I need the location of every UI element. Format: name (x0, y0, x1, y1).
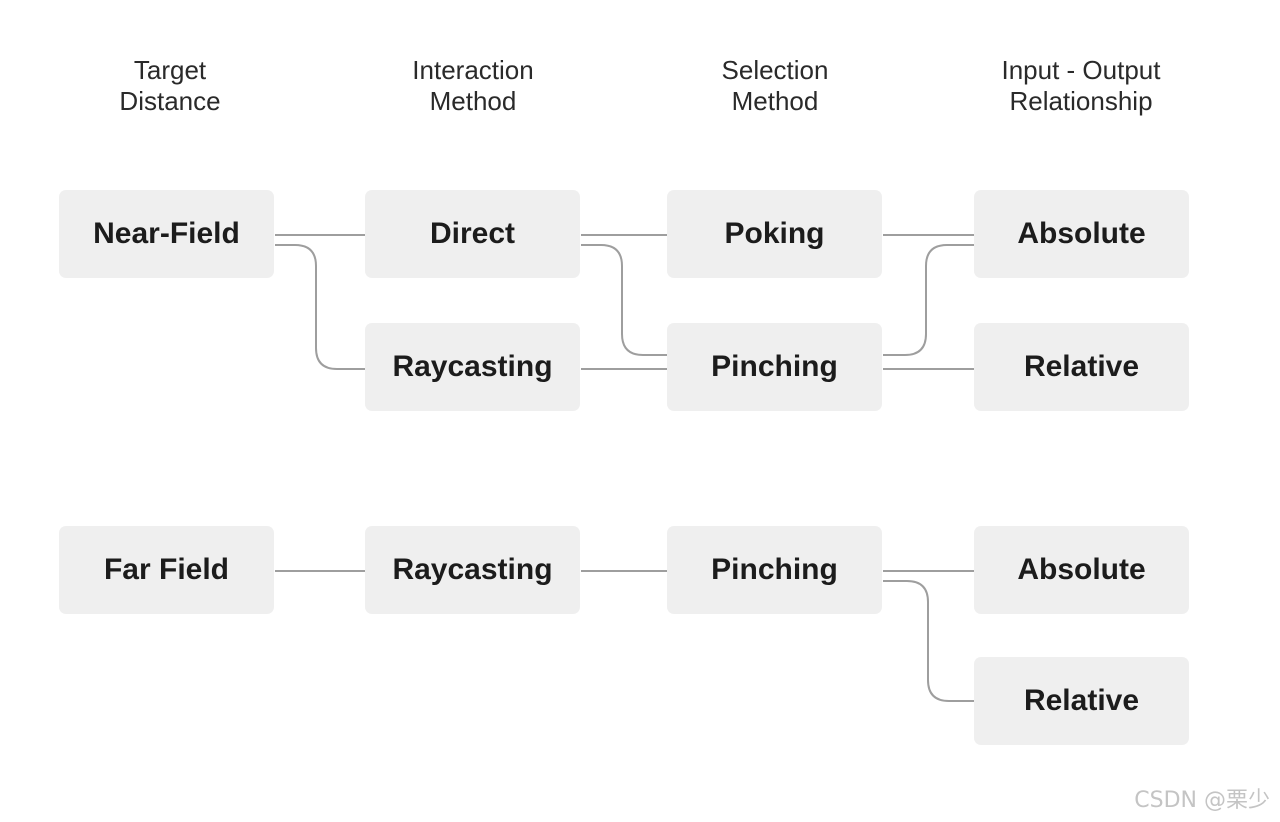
node-label: Pinching (711, 553, 838, 586)
header-line: Selection (721, 55, 829, 85)
header-target-distance: Target Distance (40, 55, 300, 117)
node-near-field: Near-Field (59, 190, 274, 278)
watermark-text: CSDN @栗少 (1134, 788, 1270, 813)
node-label: Relative (1023, 684, 1140, 717)
node-far-field: Far Field (59, 526, 274, 614)
header-line: Interaction (412, 55, 534, 85)
node-label: Near-Field (93, 217, 240, 250)
node-label: Raycasting (392, 553, 553, 586)
node-label: Far Field (103, 553, 230, 586)
header-input-output-relationship: Input - Output Relationship (951, 55, 1211, 117)
header-line: Distance (119, 86, 221, 116)
node-label: Raycasting (392, 350, 553, 383)
node-direct: Direct (365, 190, 580, 278)
connector-pinching-absolute (883, 244, 974, 356)
node-label: Pinching (711, 350, 838, 383)
connector-nearfield-raycasting (275, 244, 365, 370)
node-relative-far: Relative (974, 657, 1189, 745)
node-poking: Poking (667, 190, 882, 278)
node-relative-near: Relative (974, 323, 1189, 411)
node-label: Poking (724, 217, 825, 250)
connector-far-pinching-relative (883, 580, 974, 702)
header-selection-method: Selection Method (645, 55, 905, 117)
header-line: Method (731, 86, 819, 116)
header-line: Input - Output (1001, 55, 1161, 85)
node-raycasting-near: Raycasting (365, 323, 580, 411)
node-label: Absolute (1017, 553, 1146, 586)
node-absolute-far: Absolute (974, 526, 1189, 614)
header-line: Relationship (1009, 86, 1153, 116)
node-raycasting-far: Raycasting (365, 526, 580, 614)
node-pinching-far: Pinching (667, 526, 882, 614)
header-line: Method (429, 86, 517, 116)
node-label: Relative (1023, 350, 1140, 383)
node-absolute-near: Absolute (974, 190, 1189, 278)
node-label: Direct (429, 217, 516, 250)
connector-direct-pinching (581, 244, 667, 356)
header-interaction-method: Interaction Method (343, 55, 603, 117)
node-label: Absolute (1017, 217, 1146, 250)
header-line: Target (133, 55, 207, 85)
node-pinching-near: Pinching (667, 323, 882, 411)
